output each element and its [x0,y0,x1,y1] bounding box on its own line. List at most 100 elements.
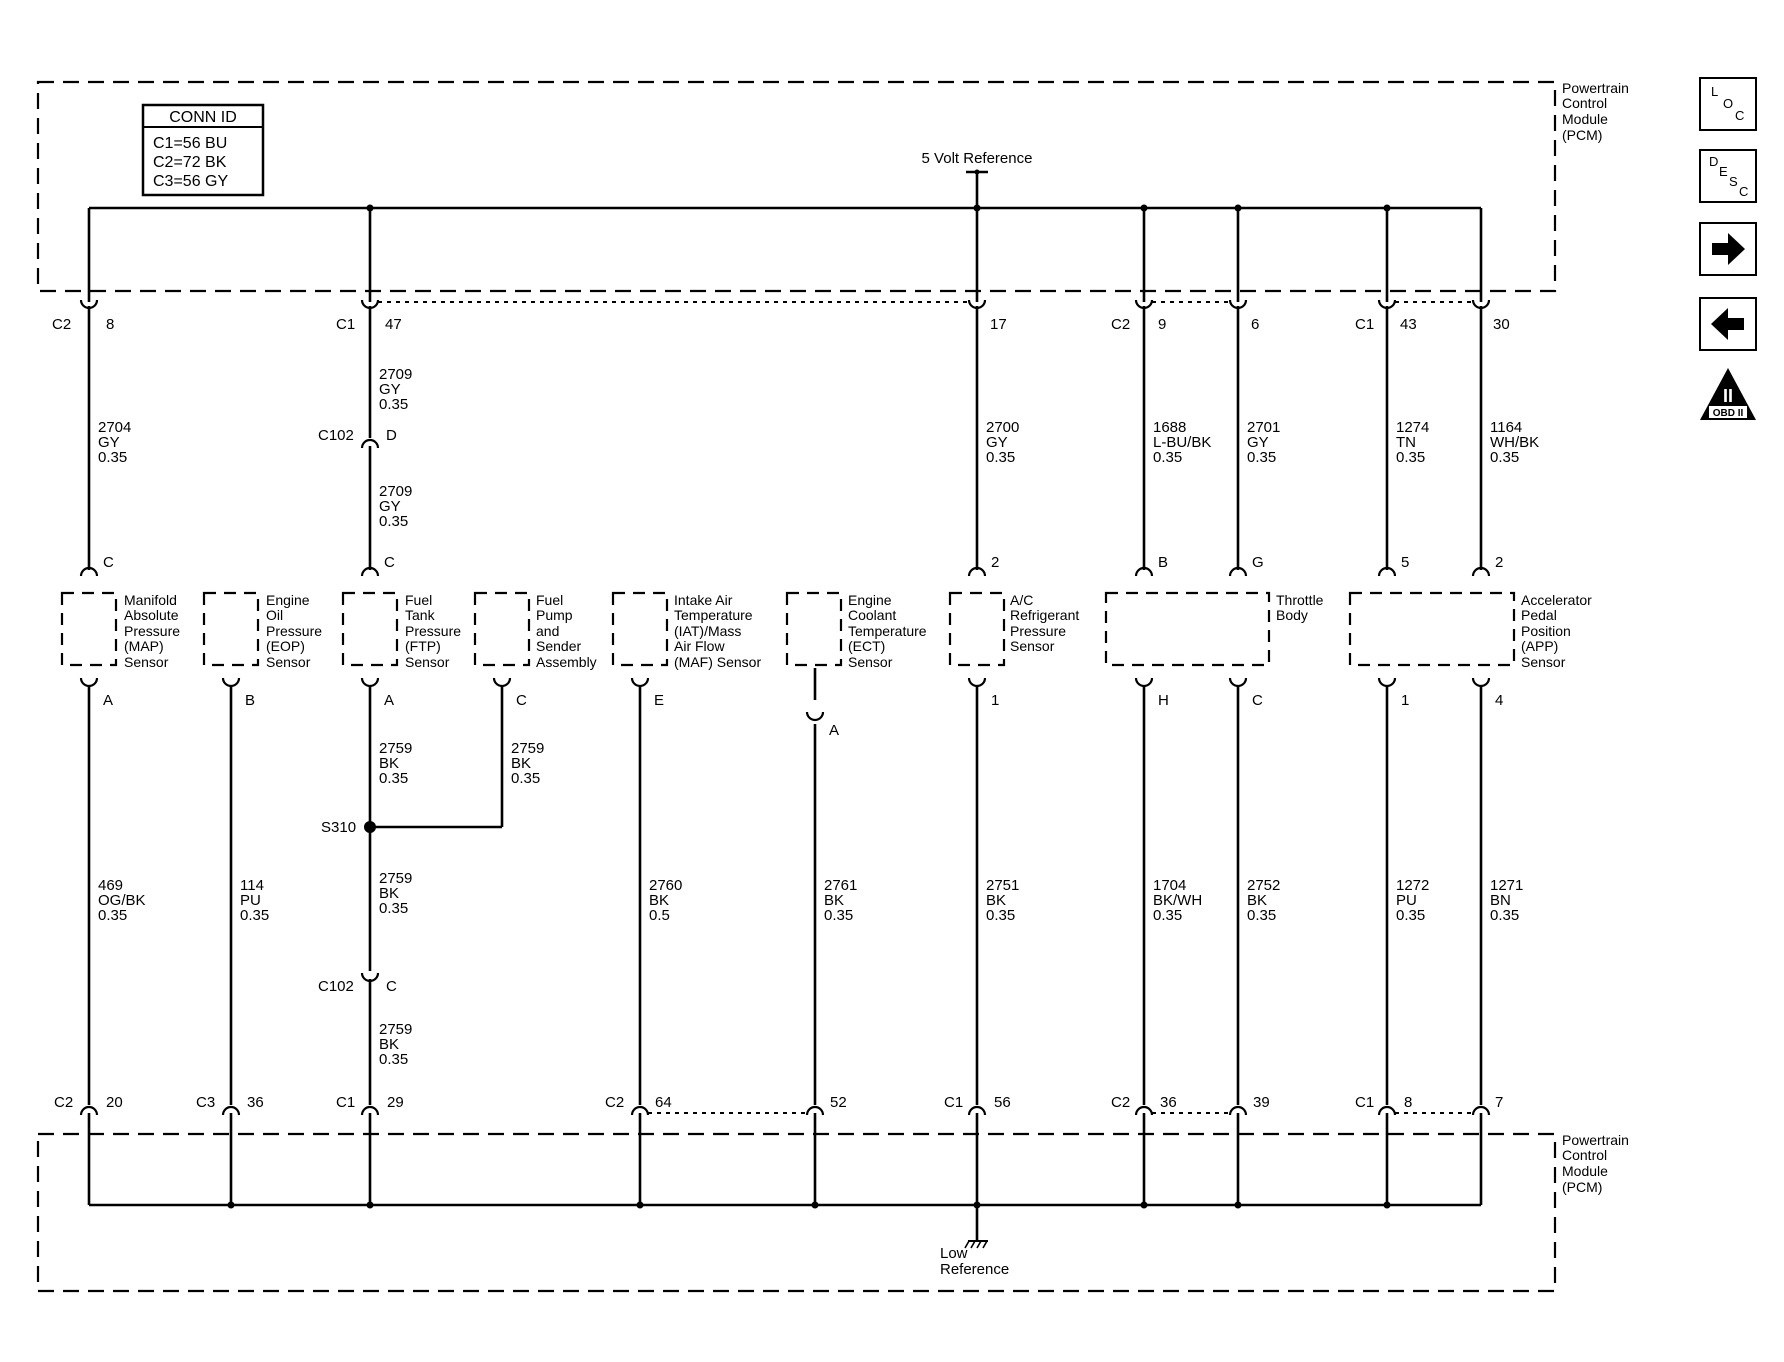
pcm-top-label-4: (PCM) [1562,127,1602,143]
wire-size: 0.35 [379,770,408,787]
terminal-conn: C1 [1355,1094,1374,1111]
sensor-label: Fuel [405,592,432,608]
description-button[interactable]: D E S C [1699,149,1757,203]
sensor-label: Air Flow [674,638,725,654]
sensor-label: Pressure [1010,623,1066,639]
wire-color: BK [824,892,844,909]
five-volt-label: 5 Volt Reference [922,150,1033,167]
wires [87,208,1483,1205]
terminal-pin: 7 [1495,1094,1503,1111]
pin-label: 4 [1495,692,1503,709]
sensor-label: Position [1521,623,1571,639]
wire-size: 0.5 [649,907,670,924]
ac-sensor-box [948,591,1006,667]
sensor-label: (MAF) Sensor [674,654,761,670]
wire-color: BK/WH [1153,892,1202,909]
obd-ii-icon[interactable]: II OBD II [1700,368,1756,420]
wire-circuit: 1164 [1490,419,1522,436]
next-page-button[interactable] [1699,222,1757,276]
bottom-terminal-labels: C2 20 C3 36 C1 29 C2 64 52 C1 56 C2 36 3… [54,1094,1503,1111]
splice-s310-dot [364,821,376,833]
terminal-pin: 39 [1253,1094,1270,1111]
sensor-ftp-label: Fuel Tank Pressure (FTP) Sensor [405,592,461,670]
terminal-conn: C1 [1355,316,1374,333]
low-reference-label-2: Reference [940,1261,1009,1278]
wire-color: BK [511,755,531,772]
wire-color: WH/BK [1490,434,1539,451]
previous-page-button[interactable] [1699,297,1757,351]
sensor-iat-maf-label: Intake Air Temperature (IAT)/Mass Air Fl… [674,592,761,670]
obd-text: OBD II [1713,408,1744,419]
wire-size: 0.35 [240,907,269,924]
sensor-label: Pressure [405,623,461,639]
terminal-pin: 36 [1160,1094,1177,1111]
terminal-conn: C2 [1111,316,1130,333]
sensor-label: Temperature [674,607,753,623]
pcm-bottom-box [36,1132,1557,1293]
conn-id-box: CONN ID C1=56 BU C2=72 BK C3=56 GY [141,103,265,197]
sensor-ac-label: A/C Refrigerant Pressure Sensor [1010,592,1079,654]
wire-size: 0.35 [379,396,408,413]
wire-color: TN [1396,434,1416,451]
sensor-label: Sensor [124,654,169,670]
wire-color: BK [379,755,399,772]
wire-circuit: 1271 [1490,877,1523,894]
wire-circuit: 2759 [511,740,544,757]
sensor-label: Sensor [1521,654,1566,670]
sensor-ect-label: Engine Coolant Temperature (ECT) Sensor [848,592,927,670]
terminal-pin: 43 [1400,316,1417,333]
top-terminal-labels: C2 8 C1 47 17 C2 9 6 C1 43 30 [52,316,1510,333]
connector-ties [378,301,1473,1114]
wire-size: 0.35 [1396,449,1425,466]
wire-color: BK [1247,892,1267,909]
wire-size: 0.35 [824,907,853,924]
wire-color: GY [379,498,401,515]
wire-color: GY [379,381,401,398]
wire-size: 0.35 [379,1051,408,1068]
terminal-conn: C1 [944,1094,963,1111]
pcm-top-label-1: Powertrain [1562,80,1629,96]
splice-s310-label: S310 [321,819,356,836]
desc-letter: E [1719,164,1728,179]
wire-color: BN [1490,892,1511,909]
sensor-label: Manifold [124,592,177,608]
terminal-pin: 52 [830,1094,847,1111]
sensor-label: Accelerator [1521,592,1592,608]
sensor-label: Oil [266,607,283,623]
terminal-pin: 30 [1493,316,1510,333]
pin-label: C [516,692,527,709]
conn-id-c1: C1=56 BU [153,135,227,152]
sensor-label: A/C [1010,592,1033,608]
sensor-label: Sensor [848,654,893,670]
sensor-label: Assembly [536,654,597,670]
wire-size: 0.35 [986,449,1015,466]
pin-label: G [1252,554,1264,571]
sensor-label: Sender [536,638,581,654]
wire-color: L-BU/BK [1153,434,1211,451]
wire-color: GY [98,434,120,451]
terminal-pin: 64 [655,1094,672,1111]
terminal-pin: 6 [1251,316,1259,333]
connector-cups [79,299,1491,1116]
sensor-label: Temperature [848,623,927,639]
wire-circuit: 469 [98,877,123,894]
wire-color: OG/BK [98,892,146,909]
pin-label: C [384,554,395,571]
sensor-label: (IAT)/Mass [674,623,741,639]
five-volt-dot [974,169,980,175]
wire-color: BK [649,892,669,909]
app-sensor-box [1348,591,1516,667]
wire-circuit: 2760 [649,877,682,894]
sensor-throttle-label: Throttle Body [1276,592,1324,623]
conn-id-c2: C2=72 BK [153,154,227,171]
terminal-pin: 8 [106,316,114,333]
wire-circuit: 2709 [379,366,412,383]
pin-label: 5 [1401,554,1409,571]
ect-sensor-box [785,591,843,667]
sensor-label: Intake Air [674,592,733,608]
location-button[interactable]: L O C [1699,77,1757,131]
desc-letter: S [1729,174,1738,189]
wire-color: PU [240,892,261,909]
sensor-label: (MAP) [124,638,164,654]
left-arrow-icon [1711,308,1744,340]
